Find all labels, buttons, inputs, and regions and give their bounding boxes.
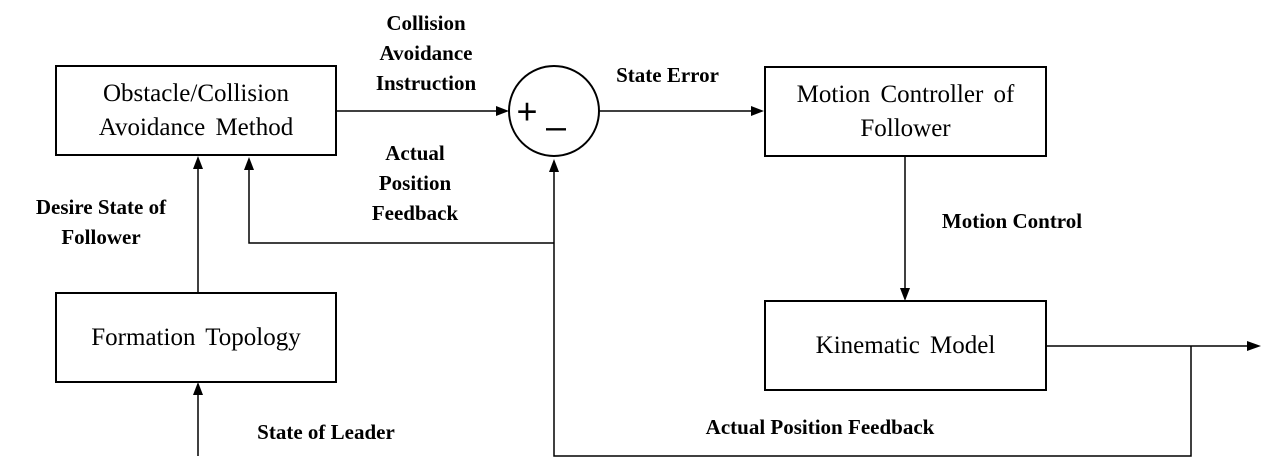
motion-control-arrowhead [900, 288, 910, 301]
motion-control-label: Motion Control [941, 209, 1083, 233]
collision-avoidance-instruction-label: Collision Avoidance Instruction [375, 11, 477, 95]
instruction-arrowhead [496, 106, 509, 116]
motion-controller-block: Motion Controller of Follower [764, 66, 1047, 157]
desire-state-of-follower-label: Desire State of Follower [35, 195, 167, 249]
desire-state-arrowhead [193, 156, 203, 169]
inner-feedback-wire [248, 170, 554, 244]
actual-position-feedback-inner-label: Actual Position Feedback [371, 141, 459, 225]
state-of-leader-label: State of Leader [257, 420, 395, 444]
minus-sign: – [546, 106, 566, 147]
feedback-junction-arrowhead [549, 159, 559, 172]
summing-junction [508, 65, 600, 157]
kinematic-model-block: Kinematic Model [764, 300, 1047, 391]
inner-feedback-arrowhead [244, 157, 254, 170]
leader-state-arrowhead [193, 382, 203, 395]
actual-position-feedback-outer-label: Actual Position Feedback [705, 415, 935, 439]
avoidance-method-block: Obstacle/Collision Avoidance Method [55, 65, 337, 156]
state-error-label: State Error [616, 63, 719, 87]
outer-feedback-wire [553, 171, 1192, 457]
plus-sign: + [516, 91, 537, 132]
output-arrowhead [1247, 341, 1261, 351]
state-error-arrowhead [751, 106, 764, 116]
formation-topology-block: Formation Topology [55, 292, 337, 383]
